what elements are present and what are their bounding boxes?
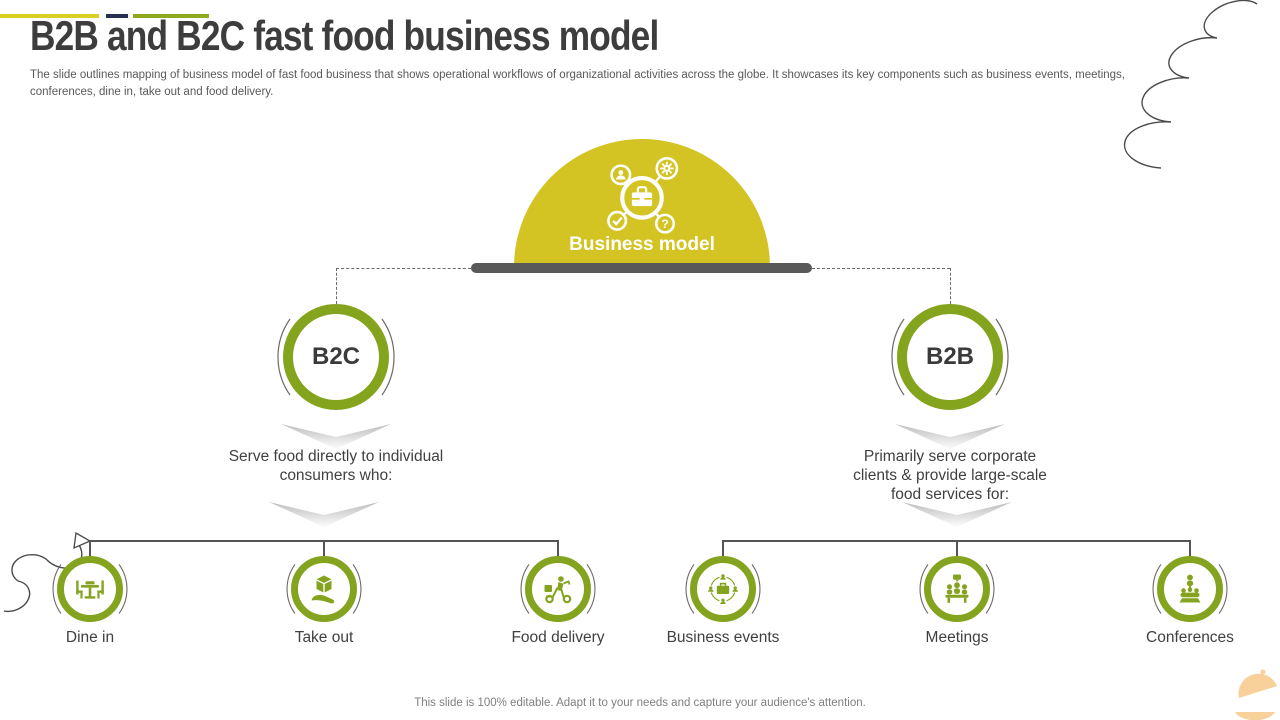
circle-accent-arcs	[52, 564, 128, 614]
node-b2b: B2B	[897, 304, 1003, 410]
page-title: B2B and B2C fast food business model	[30, 12, 659, 59]
connector-tick	[89, 540, 91, 557]
root-node-business-model: ? Business model	[514, 139, 770, 267]
circle-accent-arcs	[286, 564, 362, 614]
item-take-out-label: Take out	[294, 629, 354, 646]
business-events-icon	[707, 573, 739, 605]
circle-accent-arcs	[685, 564, 761, 614]
circle-accent-arcs	[520, 564, 596, 614]
node-b2c-label: B2C	[311, 343, 360, 370]
dashed-connector	[950, 268, 951, 304]
root-node-label: Business model	[569, 234, 715, 255]
item-meetings	[924, 556, 990, 622]
item-dine-in-label: Dine in	[65, 629, 115, 646]
dashed-connector	[812, 268, 950, 269]
circle-accent-arcs	[1152, 564, 1228, 614]
corner-decoration	[1235, 669, 1277, 720]
item-take-out	[291, 556, 357, 622]
take-out-icon	[311, 575, 335, 604]
item-meetings-label: Meetings	[925, 629, 989, 646]
item-business-events-label: Business events	[666, 629, 780, 646]
item-conferences	[1157, 556, 1223, 622]
item-food-delivery	[525, 556, 591, 622]
chevron-down-icon	[269, 502, 379, 527]
root-connector-bar	[471, 263, 812, 273]
node-b2c: B2C	[283, 304, 389, 410]
accent-bar-navy	[106, 14, 128, 18]
item-dine-in	[57, 556, 123, 622]
food-delivery-icon	[544, 576, 572, 604]
circle-accent-arcs	[919, 564, 995, 614]
chevron-down-icon	[895, 424, 1005, 449]
slide-subtitle: The slide outlines mapping of business m…	[30, 69, 1125, 99]
node-b2b-description: Primarily serve corporate clients & prov…	[853, 448, 1047, 503]
briefcase-network-icon: ?	[607, 156, 679, 234]
connector-tick	[323, 540, 325, 557]
spiral-doodle-icon	[1123, 0, 1258, 169]
accent-bar-yellow	[0, 14, 99, 18]
item-conferences-label: Conferences	[1146, 629, 1234, 646]
conferences-icon	[1179, 574, 1201, 603]
dine-in-icon	[76, 580, 104, 599]
connector-tick	[1189, 540, 1191, 557]
chevron-down-icon	[902, 502, 1012, 527]
circle-accent-arcs	[891, 318, 1009, 396]
circle-accent-arcs	[277, 318, 395, 396]
chevron-down-icon	[281, 424, 391, 449]
accent-bar-olive	[133, 14, 209, 18]
connector-tick	[956, 540, 958, 557]
meetings-icon	[945, 574, 969, 603]
connector-tick	[557, 540, 559, 557]
node-b2b-label: B2B	[925, 343, 974, 370]
footer-note: This slide is 100% editable. Adapt it to…	[414, 697, 866, 709]
svg-text:?: ?	[661, 217, 669, 231]
dashed-connector	[336, 268, 337, 304]
dashed-connector	[336, 268, 471, 269]
item-food-delivery-label: Food delivery	[511, 629, 605, 646]
node-b2c-description: Serve food directly to individual consum…	[228, 448, 444, 484]
connector-tick	[722, 540, 724, 557]
item-business-events	[690, 556, 756, 622]
